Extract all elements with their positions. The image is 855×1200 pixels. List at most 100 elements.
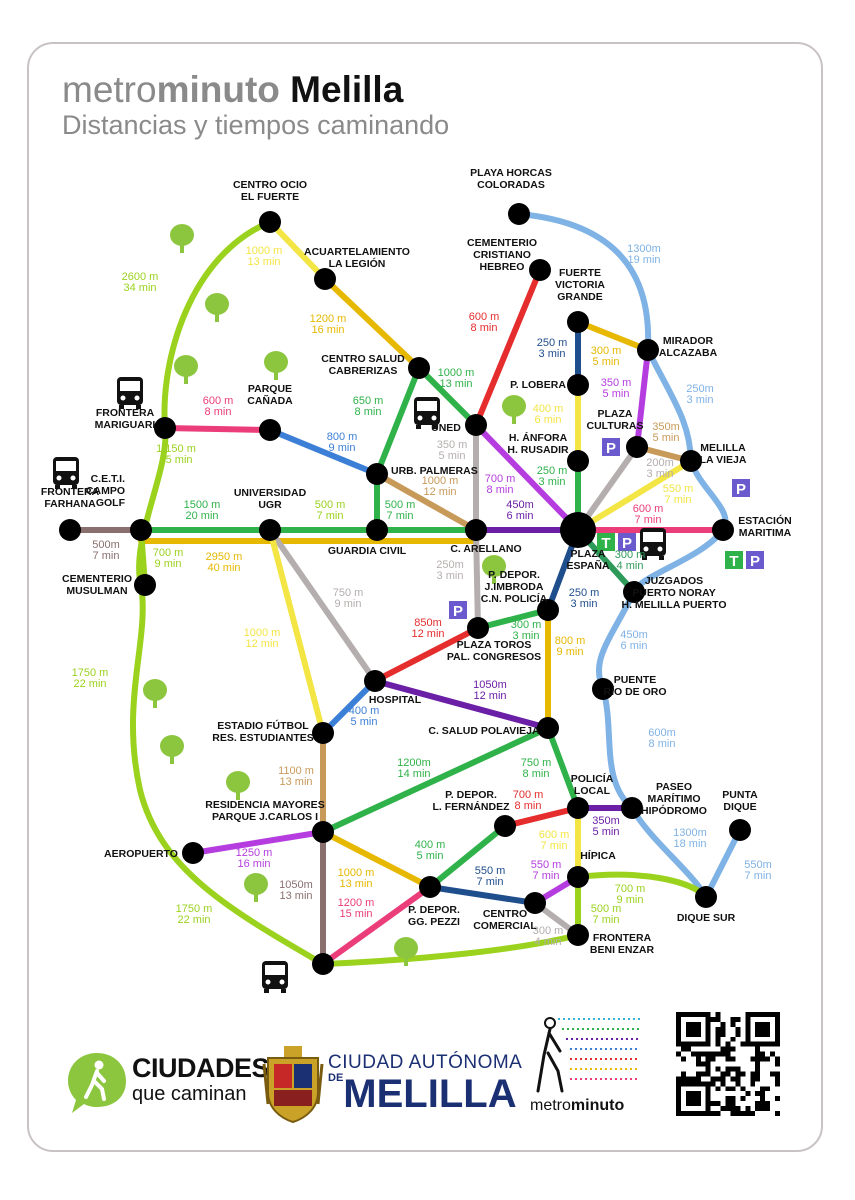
route-line <box>162 425 273 433</box>
station-playa-horcas[interactable] <box>508 203 530 225</box>
station-fuerte-victoria[interactable] <box>567 311 589 333</box>
distance-label: 850m <box>414 617 442 629</box>
distance-label: 22 min <box>73 678 106 690</box>
distance-label: 5 min <box>417 850 444 862</box>
bus-icon <box>53 457 79 489</box>
distance-label: 7 min <box>533 870 560 882</box>
station-cementerio-mus[interactable] <box>134 574 156 596</box>
station-juzgados[interactable] <box>623 581 645 603</box>
tree-icon <box>264 351 288 380</box>
station-puente-rio[interactable] <box>592 678 614 700</box>
distance-label: 1000 m <box>338 867 375 879</box>
distance-label: 550 m <box>531 859 562 871</box>
station-c-arellano[interactable] <box>465 519 487 541</box>
station-ceti[interactable] <box>130 519 152 541</box>
station-c-salud-polavieja[interactable] <box>537 717 559 739</box>
station-melilla-vieja[interactable] <box>680 450 702 472</box>
distance-label: 7 min <box>665 494 692 506</box>
station-aeropuerto[interactable] <box>182 842 204 864</box>
metrominuto-logo: metrominuto <box>530 1015 650 1120</box>
station-centro-ocio[interactable] <box>259 211 281 233</box>
station-label: PAL. CONGRESOS <box>447 651 541 663</box>
distance-label: 550m <box>744 859 772 871</box>
title-brand-light: metro <box>62 69 157 110</box>
station-label: MELILLA <box>700 442 746 454</box>
station-cementerio-cris[interactable] <box>529 259 551 281</box>
svg-text:T: T <box>729 553 738 570</box>
distance-label: 350m <box>652 421 680 433</box>
distance-label: 600 m <box>539 829 570 841</box>
station-label: RESIDENCIA MAYORES <box>205 799 324 811</box>
distance-label: 7 min <box>317 510 344 522</box>
station-label: FARHANA <box>44 498 96 510</box>
station-mirador[interactable] <box>637 339 659 361</box>
station-policia-local[interactable] <box>567 797 589 819</box>
station-bottom-node[interactable] <box>312 953 334 975</box>
qr-code-icon[interactable] <box>676 1012 780 1116</box>
distance-label: 40 min <box>207 562 240 574</box>
station-uned[interactable] <box>465 414 487 436</box>
parking-icon: P <box>602 438 620 457</box>
station-estacion-maritima[interactable] <box>712 519 734 541</box>
distance-label: 250 m <box>569 587 600 599</box>
station-label: PLAZA <box>598 408 633 420</box>
distance-label: 250 m <box>537 465 568 477</box>
distance-label: 1500 m <box>184 499 221 511</box>
distance-label: 3 min <box>571 598 598 610</box>
station-plaza-espana[interactable] <box>560 512 596 548</box>
station-p-depor-imbroda[interactable] <box>537 599 559 621</box>
station-estadio[interactable] <box>312 722 334 744</box>
station-guardia-civil[interactable] <box>366 519 388 541</box>
station-centro-comercial[interactable] <box>524 892 546 914</box>
distance-label: 350 m <box>437 439 468 451</box>
melilla-line1: CIUDAD AUTÓNOMA <box>328 1052 523 1073</box>
ciudad-autonoma-melilla-logo: CIUDAD AUTÓNOMA DEMELILLA <box>262 1042 522 1127</box>
tree-icon <box>205 293 229 322</box>
station-hospital[interactable] <box>364 670 386 692</box>
station-parque-canada[interactable] <box>259 419 281 441</box>
station-frontera-mariguari[interactable] <box>154 417 176 439</box>
station-label: L. FERNÁNDEZ <box>433 800 511 813</box>
route-line <box>427 884 538 906</box>
station-label: HOSPITAL <box>369 694 422 706</box>
station-p-depor-fernandez[interactable] <box>494 815 516 837</box>
station-label: C. SALUD POLAVIEJA <box>428 725 540 737</box>
ciudades-title: CIUDADES <box>132 1053 270 1083</box>
station-residencia[interactable] <box>312 821 334 843</box>
distance-label: 13 min <box>279 776 312 788</box>
tree-icon <box>226 771 250 800</box>
station-frontera-farhana[interactable] <box>59 519 81 541</box>
station-p-depor-pezzi[interactable] <box>419 876 441 898</box>
station-label: UNED <box>431 422 461 434</box>
route-line <box>320 829 433 890</box>
station-hipica[interactable] <box>567 866 589 888</box>
station-label: RES. ESTUDIANTES <box>212 732 314 744</box>
station-paseo-maritimo[interactable] <box>621 797 643 819</box>
station-frontera-beni[interactable] <box>567 924 589 946</box>
distance-label: 5 min <box>593 356 620 368</box>
tree-icon <box>170 224 194 253</box>
station-urb-palmeras[interactable] <box>366 463 388 485</box>
distance-label: 7 min <box>93 550 120 562</box>
station-label: VICTORIA <box>555 279 605 291</box>
station-label: LA VIEJA <box>700 454 747 466</box>
station-label: C.N. POLICÍA <box>481 592 548 605</box>
station-h-anfora[interactable] <box>567 450 589 472</box>
station-dique-sur[interactable] <box>695 886 717 908</box>
distance-label: 1200m <box>397 757 431 769</box>
distance-label: 350m <box>592 815 620 827</box>
route-line <box>320 678 378 736</box>
distance-label: 300 m <box>615 549 646 561</box>
station-plaza-culturas[interactable] <box>626 436 648 458</box>
distance-label: 8 min <box>205 406 232 418</box>
station-centro-salud-cab[interactable] <box>408 357 430 379</box>
bus-icon <box>262 961 288 993</box>
station-plaza-toros[interactable] <box>467 617 489 639</box>
route-line <box>190 829 326 856</box>
station-punta-dique[interactable] <box>729 819 751 841</box>
station-universidad[interactable] <box>259 519 281 541</box>
station-acuartelamiento[interactable] <box>314 268 336 290</box>
map-title: metrominuto Melilla <box>62 70 449 110</box>
station-p-lobera[interactable] <box>567 374 589 396</box>
